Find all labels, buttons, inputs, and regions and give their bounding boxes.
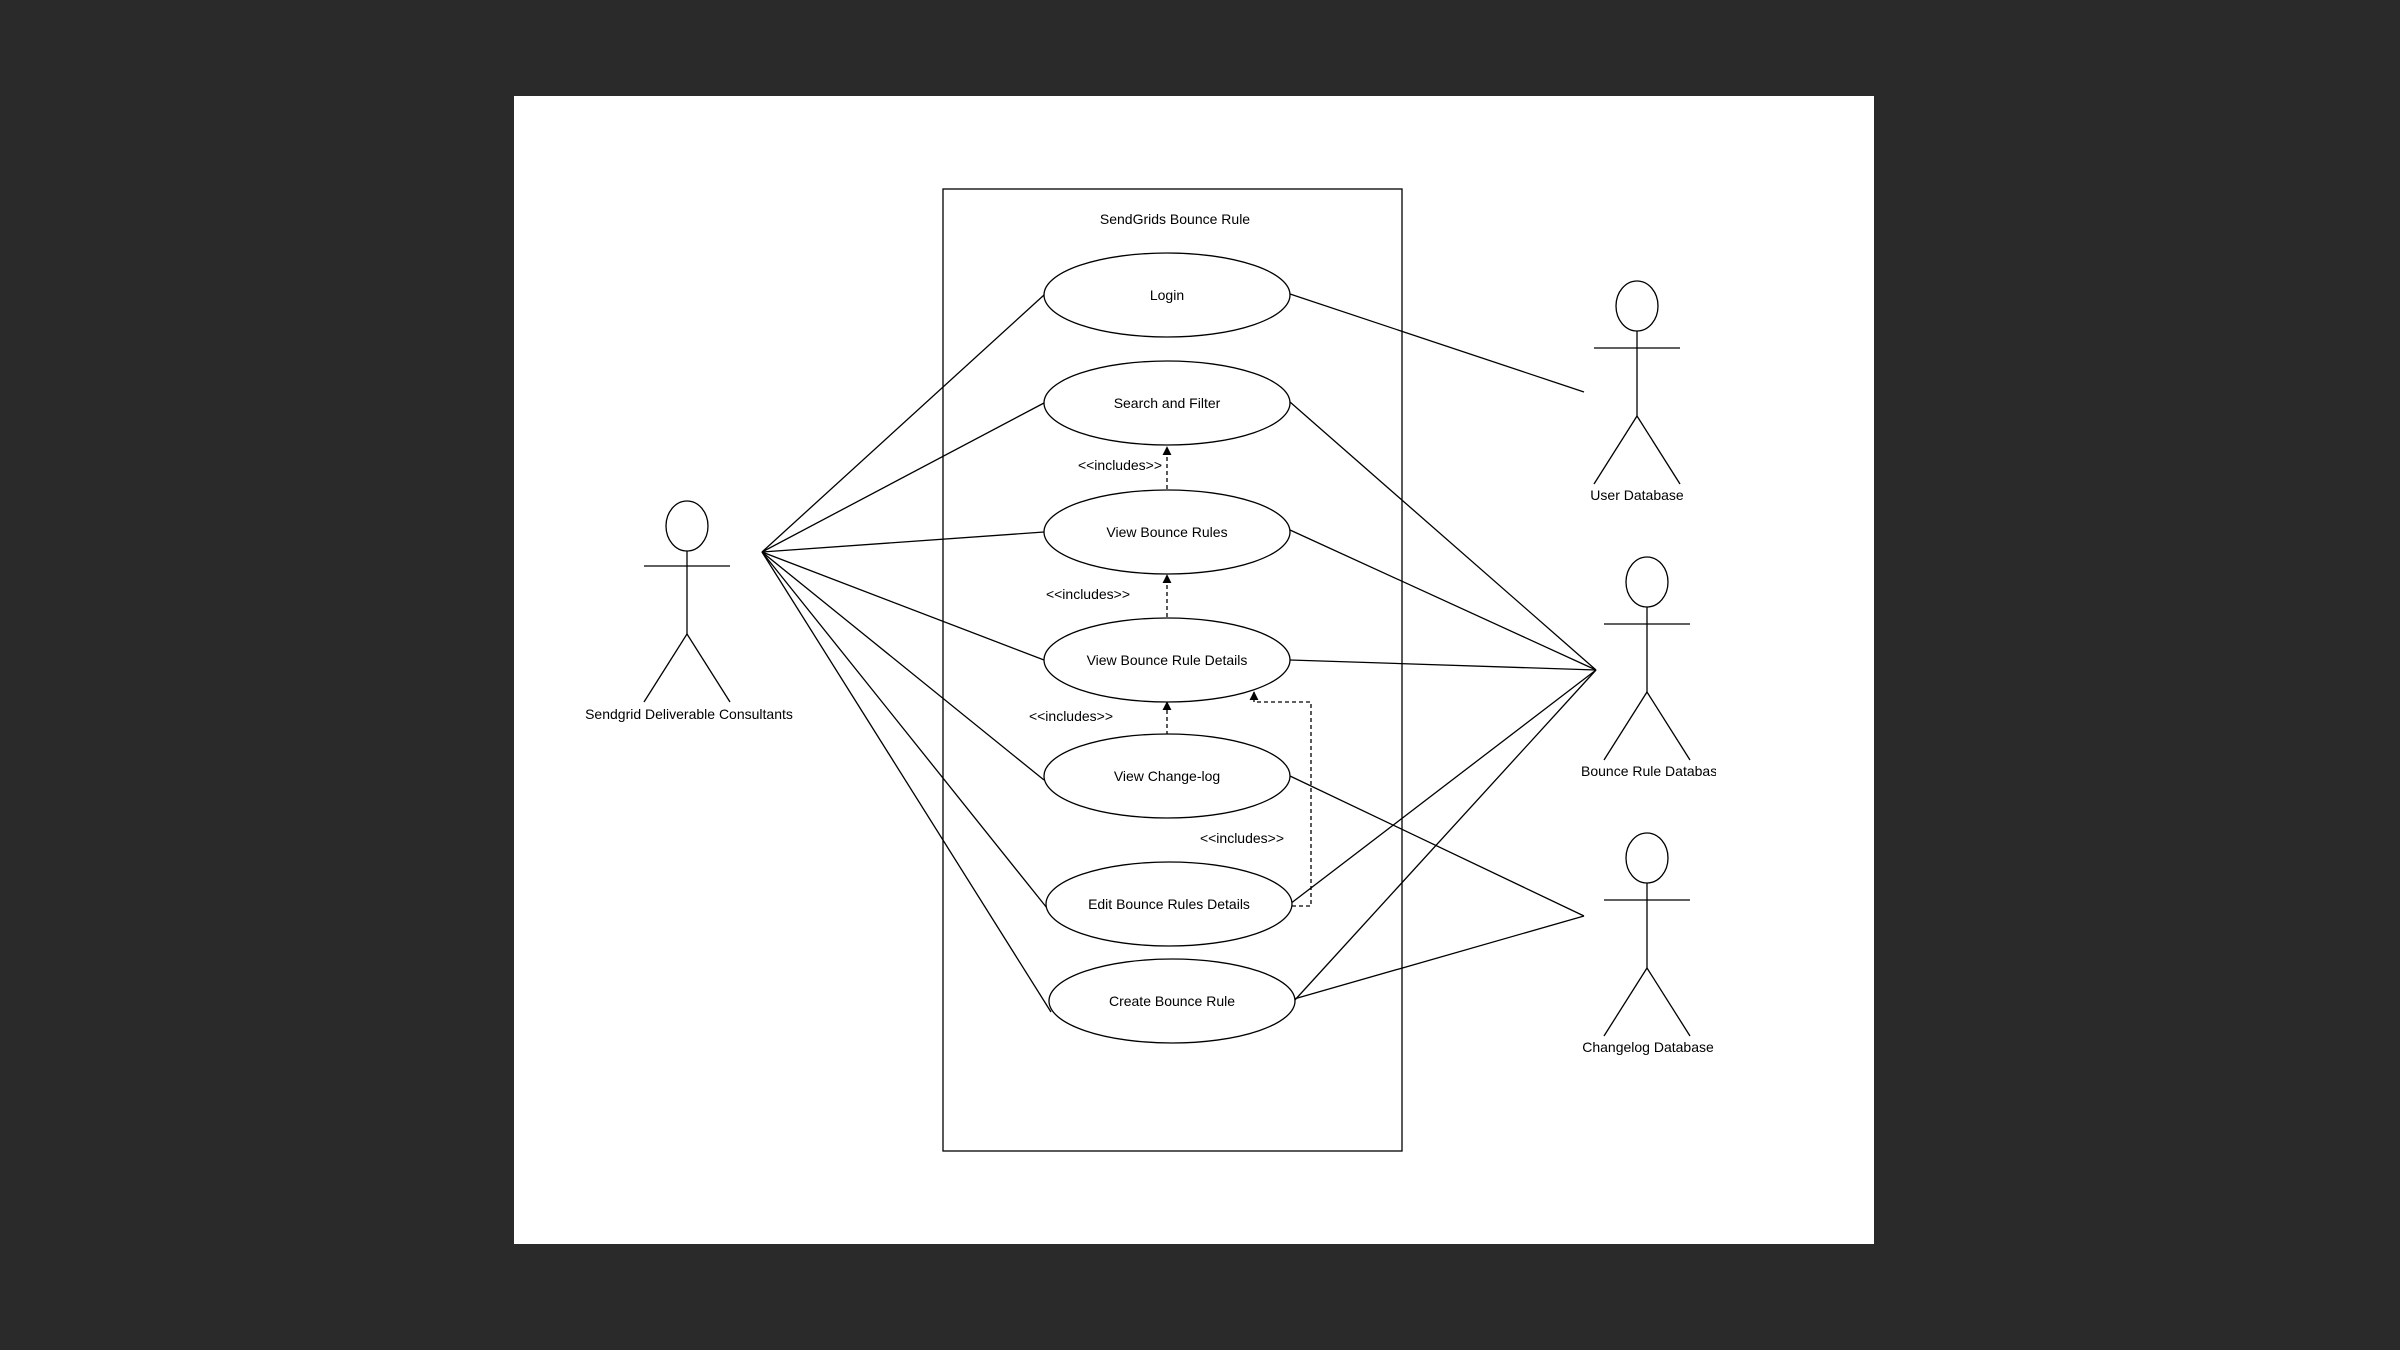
database-associations [1289, 293, 1597, 1002]
assoc-edit-bouncedb [1289, 669, 1597, 905]
includes-label-4: <<includes>> [1200, 830, 1284, 846]
actor-changelog-database-label: Changelog Database [1582, 1039, 1714, 1055]
usecase-login-label: Login [1150, 287, 1184, 303]
actor-bounce-rule-database [1603, 556, 1691, 761]
consultant-associations [761, 294, 1052, 1013]
assoc-consultant-search [761, 402, 1045, 553]
assoc-login-userdb [1289, 293, 1585, 393]
usecase-view-bounce-rules-label: View Bounce Rules [1106, 524, 1227, 540]
usecase-create-bounce-rule [1048, 958, 1296, 1044]
system-boundary [942, 188, 1403, 1152]
use-case-diagram: SendGrids Bounce Rule [585, 188, 1874, 1152]
assoc-search-bouncedb [1289, 401, 1597, 671]
include-dependencies [1162, 446, 1312, 907]
actor-changelog-database [1603, 832, 1691, 1037]
assoc-consultant-view-rules [761, 531, 1045, 553]
system-title: SendGrids Bounce Rule [1100, 211, 1250, 227]
usecase-login [1043, 252, 1291, 338]
actor-consultant-head [665, 500, 709, 552]
actor-changelog-database-head [1625, 832, 1669, 884]
assoc-consultant-login [761, 294, 1045, 553]
assoc-consultant-edit [761, 551, 1048, 909]
assoc-consultant-create [761, 551, 1052, 1013]
assoc-consultant-view-details [761, 551, 1045, 661]
assoc-create-bouncedb [1293, 669, 1597, 1002]
usecase-search-filter-label: Search and Filter [1114, 395, 1221, 411]
actor-bounce-rule-database-label: Bounce Rule Database [1581, 763, 1725, 779]
diagram-canvas: SendGrids Bounce Rule [514, 96, 1874, 1244]
canvas-right-clip [1716, 756, 1874, 786]
assoc-create-changelogdb [1293, 915, 1585, 1000]
actor-user-database [1593, 280, 1681, 485]
assoc-consultant-changelog [761, 551, 1045, 781]
usecase-view-bounce-rule-details [1043, 617, 1291, 703]
usecase-view-changelog [1043, 733, 1291, 819]
include-edit-details [1249, 691, 1312, 907]
actor-user-database-head [1615, 280, 1659, 332]
usecase-search-filter [1043, 360, 1291, 446]
includes-label-3: <<includes>> [1029, 708, 1113, 724]
usecase-edit-bounce-rules [1045, 861, 1293, 947]
usecase-view-bounce-rules [1043, 489, 1291, 575]
assoc-viewrules-bouncedb [1289, 529, 1597, 671]
actor-user-database-label: User Database [1590, 487, 1684, 503]
usecase-edit-bounce-rules-label: Edit Bounce Rules Details [1088, 896, 1250, 912]
actor-consultant-label: Sendgrid Deliverable Consultants [585, 706, 793, 722]
includes-label-2: <<includes>> [1046, 586, 1130, 602]
assoc-viewdetails-bouncedb [1289, 659, 1597, 671]
actor-bounce-rule-database-head [1625, 556, 1669, 608]
usecase-create-bounce-rule-label: Create Bounce Rule [1109, 993, 1235, 1009]
actor-consultant [643, 500, 731, 703]
assoc-changelog-changelogdb [1289, 775, 1585, 917]
usecase-view-changelog-label: View Change-log [1114, 768, 1220, 784]
use-cases [1043, 252, 1296, 1044]
usecase-view-bounce-rule-details-label: View Bounce Rule Details [1087, 652, 1248, 668]
includes-label-1: <<includes>> [1078, 457, 1162, 473]
